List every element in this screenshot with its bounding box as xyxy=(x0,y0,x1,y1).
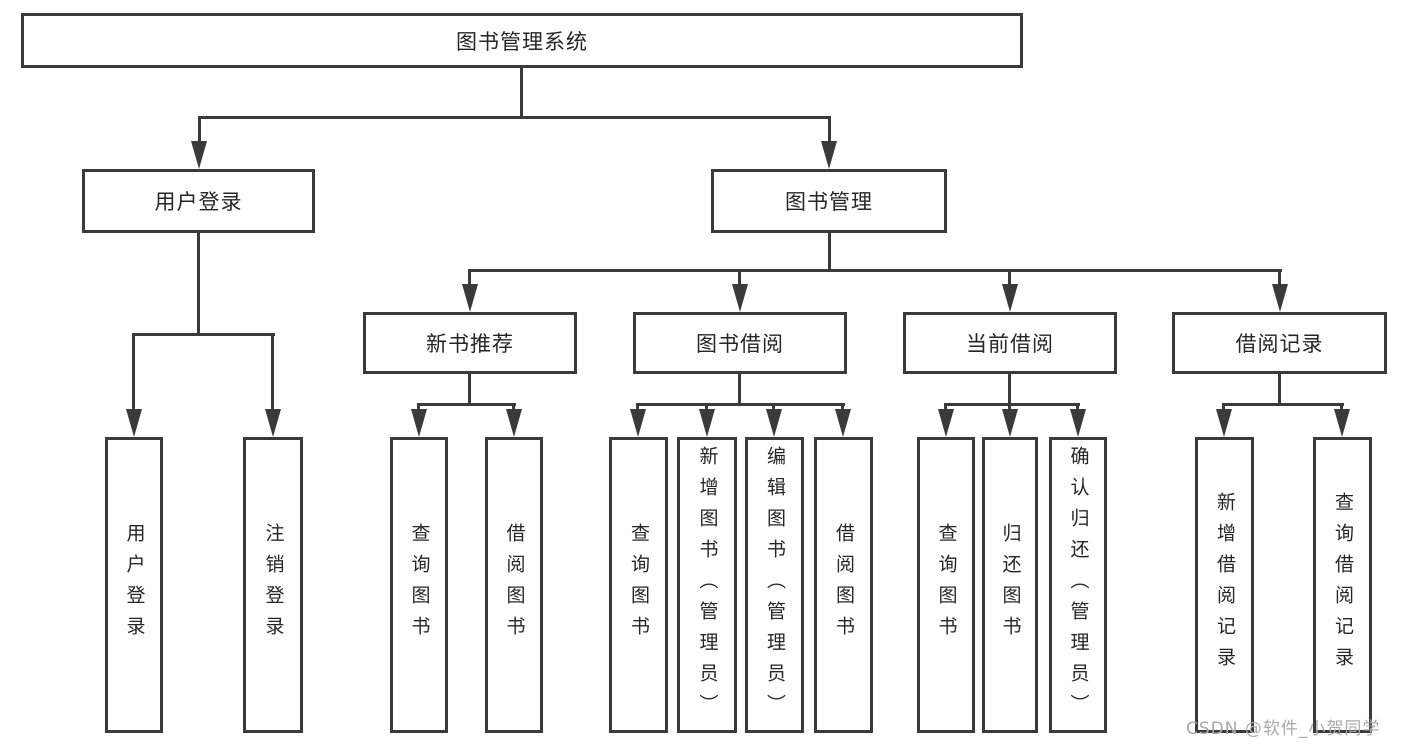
arrowhead-down-icon xyxy=(938,409,954,437)
arrowhead-down-icon xyxy=(766,409,782,437)
connector-records-shaft xyxy=(1222,403,1225,412)
csdn-watermark: CSDN @软件_小贺同学 xyxy=(1186,719,1381,739)
arrowhead-down-icon xyxy=(126,409,142,437)
arrowhead-down-icon xyxy=(835,409,851,437)
connector-records-stem xyxy=(1278,374,1281,406)
connector-current-shaft xyxy=(1076,403,1079,412)
arrowhead-down-icon xyxy=(191,141,207,169)
connector-bookmgmt-stem xyxy=(828,233,831,272)
arrowhead-down-icon xyxy=(1216,409,1232,437)
connector-borrow-shaft xyxy=(772,403,775,412)
connector-borrow-shaft xyxy=(841,403,844,412)
connector-bookmgmt-shaft xyxy=(1278,269,1281,286)
arrowhead-down-icon xyxy=(462,284,478,312)
connector-recommend-shaft xyxy=(512,403,515,412)
node-new-book-recommend: 新书推荐 xyxy=(363,312,577,374)
connector-current-stem xyxy=(1008,374,1011,406)
connector-bookmgmt-shaft xyxy=(468,269,471,286)
connector-userlogin-shaft xyxy=(132,333,135,411)
connector-borrow-bar xyxy=(637,403,845,406)
leaf-add-borrow-record: 新增借阅记录 xyxy=(1195,437,1254,733)
arrowhead-down-icon xyxy=(1002,284,1018,312)
connector-borrow-shaft xyxy=(636,403,639,412)
arrowhead-down-icon xyxy=(1272,284,1288,312)
connector-current-shaft xyxy=(944,403,947,412)
leaf-return-books: 归还图书 xyxy=(982,437,1038,733)
arrowhead-down-icon xyxy=(506,409,522,437)
arrowhead-down-icon xyxy=(1070,409,1086,437)
leaf-add-books-admin: 新增图书（管理员） xyxy=(677,437,737,733)
arrowhead-down-icon xyxy=(411,409,427,437)
connector-borrow-stem xyxy=(738,374,741,406)
arrowhead-down-icon xyxy=(1002,409,1018,437)
leaf-query-books: 查询图书 xyxy=(390,437,448,733)
node-current-borrow: 当前借阅 xyxy=(903,312,1117,374)
leaf-user-login: 用户登录 xyxy=(105,437,163,733)
leaf-borrow-books: 借阅图书 xyxy=(485,437,543,733)
arrowhead-down-icon xyxy=(1334,409,1350,437)
connector-root-stem xyxy=(520,68,523,118)
connector-userlogin-bar xyxy=(133,333,275,336)
leaf-borrow-books: 借阅图书 xyxy=(814,437,873,733)
leaf-logout-login: 注销登录 xyxy=(243,437,303,733)
connector-records-shaft xyxy=(1340,403,1343,412)
leaf-confirm-return-admin: 确认归还（管理员） xyxy=(1049,437,1107,733)
connector-bookmgmt-bar xyxy=(469,269,1282,272)
connector-current-bar xyxy=(945,403,1080,406)
connector-recommend-bar xyxy=(418,403,516,406)
connector-userlogin-shaft xyxy=(271,333,274,411)
connector-root-right-shaft xyxy=(828,116,831,143)
leaf-query-books: 查询图书 xyxy=(917,437,975,733)
leaf-edit-books-admin: 编辑图书（管理员） xyxy=(745,437,804,733)
node-borrow-records: 借阅记录 xyxy=(1172,312,1387,374)
leaf-query-books: 查询图书 xyxy=(609,437,668,733)
arrowhead-down-icon xyxy=(699,409,715,437)
connector-borrow-shaft xyxy=(705,403,708,412)
connector-recommend-stem xyxy=(468,374,471,406)
connector-userlogin-stem xyxy=(197,233,200,334)
connector-current-shaft xyxy=(1008,403,1011,412)
node-user-login: 用户登录 xyxy=(82,169,315,233)
node-book-borrow: 图书借阅 xyxy=(633,312,847,374)
connector-root-bar xyxy=(198,116,831,119)
connector-records-bar xyxy=(1223,403,1344,406)
connector-bookmgmt-shaft xyxy=(738,269,741,286)
connector-root-left-shaft xyxy=(198,116,201,143)
arrowhead-down-icon xyxy=(630,409,646,437)
node-book-management: 图书管理 xyxy=(711,169,947,233)
arrowhead-down-icon xyxy=(265,409,281,437)
connector-bookmgmt-shaft xyxy=(1008,269,1011,286)
connector-recommend-shaft xyxy=(417,403,420,412)
arrowhead-down-icon xyxy=(821,141,837,169)
node-library-system: 图书管理系统 xyxy=(21,13,1023,68)
leaf-query-borrow-record: 查询借阅记录 xyxy=(1313,437,1372,733)
arrowhead-down-icon xyxy=(732,284,748,312)
